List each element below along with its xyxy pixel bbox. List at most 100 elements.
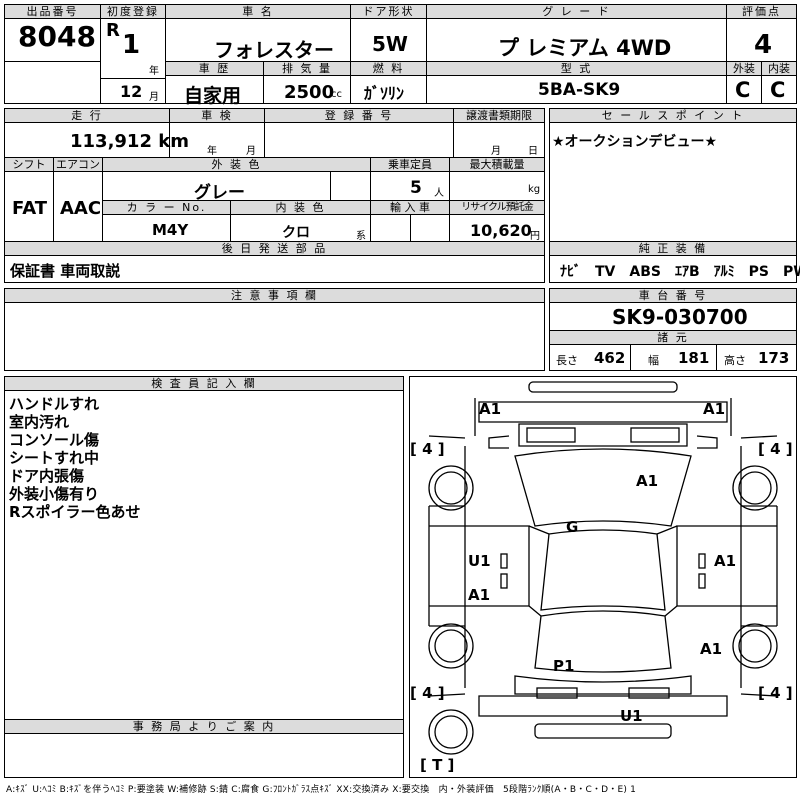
lot-label: 出品番号 — [5, 5, 100, 19]
height: 173 — [758, 349, 790, 367]
grade-label: グ レ ー ド — [427, 5, 726, 19]
damage-mark: G — [566, 518, 579, 536]
car-diagram — [428, 381, 778, 755]
car-name: フォレスター — [214, 38, 334, 62]
inspector-label: 検 査 員 記 入 欄 — [5, 377, 403, 391]
chassis-number: SK9-030700 — [612, 305, 748, 329]
sales-point: ★オークションデビュー★ — [552, 134, 718, 150]
inspection-year-unit: 年 — [207, 146, 217, 157]
tire-tread: [ 4 ] — [410, 684, 445, 702]
transfer-month-unit: 月 — [491, 146, 501, 157]
later-parts: 保証書 車両取説 — [10, 262, 121, 280]
inspection-label: 車 検 — [170, 109, 264, 123]
recycle-fee: 10,620 — [470, 221, 532, 240]
displacement: 2500 — [284, 82, 335, 103]
damage-mark: A1 — [703, 400, 726, 418]
interior-suffix: 系 — [356, 231, 366, 242]
maxload-label: 最大積載量 — [450, 158, 544, 172]
model-code: 5BA-SK9 — [538, 80, 621, 100]
exterior-color: グレー — [194, 183, 245, 203]
spare-tire: [ T ] — [420, 756, 455, 774]
lot-number: 8048 — [18, 20, 96, 53]
chassis-section — [549, 288, 797, 371]
damage-mark: A1 — [479, 400, 502, 418]
recycle-label: リサイクル預託金 — [450, 201, 544, 215]
width: 181 — [678, 349, 710, 367]
fuel-label: 燃 料 — [351, 62, 426, 76]
interior-color: クロ — [282, 225, 310, 241]
interior-grade: C — [770, 78, 786, 102]
colorno-label: カ ラ ー No. — [103, 201, 230, 215]
caution-label: 注 意 事 項 欄 — [5, 289, 544, 303]
year-unit: 年 — [149, 66, 159, 77]
legend: A:ｷｽﾞ U:ﾍｺﾐ B:ｷｽﾞを伴うﾍｺﾐ P:要塗装 W:補修跡 S:錆 … — [6, 785, 637, 795]
office-label: 事 務 局 よ り ご 案 内 — [5, 720, 403, 734]
damage-mark: A1 — [714, 552, 737, 570]
ac-label: エアコン — [54, 158, 102, 172]
inspector-note: 室内汚れ — [9, 413, 70, 431]
details-section — [4, 108, 545, 283]
inspector-note: コンソール傷 — [9, 431, 100, 449]
import-label: 輸 入 車 — [371, 201, 449, 215]
mileage-label: 走 行 — [5, 109, 169, 123]
damage-mark: P1 — [553, 657, 575, 675]
reg-era: R — [106, 20, 120, 41]
exterior-grade: C — [735, 78, 751, 102]
equipment-list: ﾅﾋﾞ TV ABS ｴｱB ｱﾙﾐ PS PW — [560, 264, 800, 280]
width-label: 幅 — [648, 354, 659, 367]
damage-mark: A1 — [636, 472, 659, 490]
interior-label: 内 装 色 — [231, 201, 370, 215]
inspector-note: シートすれ中 — [9, 449, 100, 467]
recycle-unit: 円 — [530, 231, 540, 242]
equipment-label: 純 正 装 備 — [550, 242, 796, 256]
history-label: 車 歴 — [166, 62, 263, 76]
first-reg-label: 初度登録 — [101, 5, 165, 19]
interior-grade-label: 内装 — [762, 62, 796, 76]
reg-year: 1 — [122, 30, 141, 60]
model-label: 型 式 — [427, 62, 726, 76]
sales-point-section — [549, 108, 797, 283]
inspector-note: ハンドルすれ — [9, 395, 100, 413]
color-label: 外 装 色 — [103, 158, 370, 172]
color-number: M4Y — [152, 221, 189, 239]
car-diagram-section — [409, 376, 797, 778]
tire-tread: [ 4 ] — [758, 684, 793, 702]
car-name-label: 車 名 — [166, 5, 350, 19]
transfer-label: 譲渡書類期限 — [454, 109, 544, 123]
score: 4 — [754, 30, 773, 60]
reg-month: 12 — [120, 82, 143, 101]
inspector-note: 外装小傷有り — [9, 485, 100, 503]
capacity-unit: 人 — [434, 188, 444, 199]
damage-mark: U1 — [468, 552, 491, 570]
tire-tread: [ 4 ] — [410, 440, 445, 458]
transfer-day-unit: 日 — [528, 146, 538, 157]
chassis-label: 車 台 番 号 — [550, 289, 796, 303]
tire-tread: [ 4 ] — [758, 440, 793, 458]
damage-mark: A1 — [700, 640, 723, 658]
door-type: 5W — [372, 32, 408, 56]
month-unit: 月 — [149, 92, 159, 103]
length: 462 — [594, 349, 626, 367]
grade: プ レミアム 4WD — [498, 36, 672, 60]
inspector-note: ドア内張傷 — [9, 467, 85, 485]
fuel: ｶﾞｿﾘﾝ — [364, 84, 405, 103]
height-label: 高さ — [724, 354, 746, 367]
inspection-month-unit: 月 — [246, 146, 256, 157]
maxload-unit: kg — [528, 184, 541, 195]
caution-section — [4, 288, 545, 371]
sales-point-label: セ ー ル ス ポ イ ン ト — [550, 109, 796, 123]
regno-label: 登 録 番 号 — [265, 109, 453, 123]
damage-mark: U1 — [620, 707, 643, 725]
air-conditioner: AAC — [60, 198, 102, 219]
capacity-label: 乗車定員 — [371, 158, 449, 172]
score-label: 評価点 — [727, 5, 796, 19]
header-section — [4, 4, 797, 104]
displacement-label: 排 気 量 — [264, 62, 350, 76]
mileage: 113,912 km — [70, 131, 189, 152]
shift-label: シフト — [5, 158, 53, 172]
inspector-section — [4, 376, 404, 778]
spec-label: 諸 元 — [550, 331, 796, 345]
length-label: 長さ — [556, 354, 578, 367]
inspector-note: Rスポイラー色あせ — [9, 503, 141, 521]
door-label: ドア形状 — [351, 5, 426, 19]
